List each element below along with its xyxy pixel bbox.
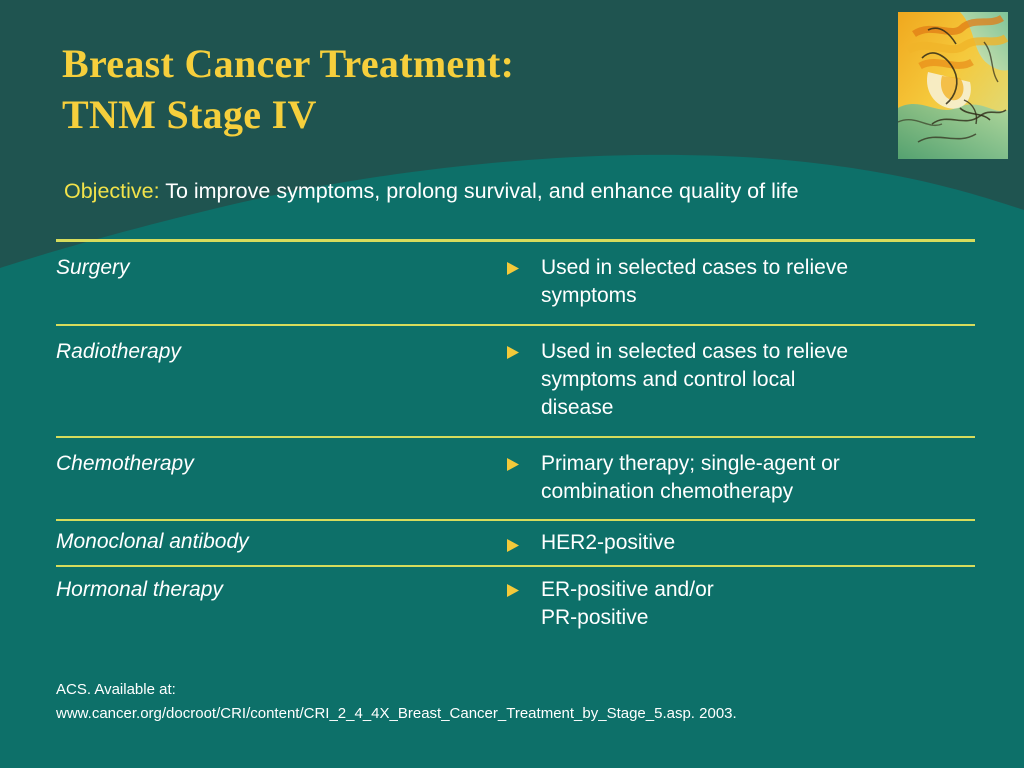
table-rule-top (56, 239, 975, 242)
table-row: Chemotherapy Primary therapy; single-age… (56, 438, 975, 519)
row-description-text: Used in selected cases to relieve sympto… (541, 254, 975, 310)
table-row: Monoclonal antibody HER2-positive (56, 521, 975, 565)
table-row: Surgery Used in selected cases to reliev… (56, 242, 975, 324)
triangle-right-bullet-icon (506, 584, 519, 597)
title-line-1: Breast Cancer Treatment: (62, 41, 515, 86)
row-term: Radiotherapy (56, 340, 181, 363)
row-description-text: Used in selected cases to relieve sympto… (541, 338, 975, 422)
row-term: Hormonal therapy (56, 578, 223, 601)
objective-label: Objective: (64, 179, 160, 203)
background-curve-shape (0, 0, 1024, 268)
row-description: Primary therapy; single-agent or combina… (506, 450, 975, 506)
table-rule (56, 436, 975, 438)
desc-line: Used in selected cases to relieve (541, 340, 848, 363)
row-description-text: HER2-positive (541, 529, 975, 557)
desc-line: symptoms (541, 284, 637, 307)
desc-line: combination chemotherapy (541, 480, 794, 503)
page-title: Breast Cancer Treatment: TNM Stage IV (62, 38, 822, 140)
desc-line: disease (541, 396, 614, 419)
desc-line: Used in selected cases to relieve (541, 256, 848, 279)
row-description-text: ER-positive and/or PR-positive (541, 576, 975, 632)
table-rule (56, 324, 975, 326)
triangle-right-bullet-icon (506, 262, 519, 275)
decorative-artwork-image (898, 12, 1008, 159)
triangle-right-bullet-icon (506, 346, 519, 359)
title-line-2: TNM Stage IV (62, 92, 317, 137)
row-description: Used in selected cases to relieve sympto… (506, 338, 975, 422)
row-term: Monoclonal antibody (56, 530, 249, 553)
row-term: Surgery (56, 256, 130, 279)
desc-line: ER-positive and/or (541, 578, 714, 601)
table-row: Hormonal therapy ER-positive and/or PR-p… (56, 567, 975, 632)
objective-text: To improve symptoms, prolong survival, a… (159, 179, 799, 203)
table-row: Radiotherapy Used in selected cases to r… (56, 326, 975, 436)
triangle-right-bullet-icon (506, 458, 519, 471)
row-description: Used in selected cases to relieve sympto… (506, 254, 975, 310)
row-description: ER-positive and/or PR-positive (506, 576, 975, 632)
desc-line: Primary therapy; single-agent or (541, 452, 840, 475)
table-rule (56, 519, 975, 521)
citation-line-1: ACS. Available at: (56, 681, 176, 698)
desc-line: HER2-positive (541, 531, 676, 554)
row-term: Chemotherapy (56, 452, 194, 475)
desc-line: PR-positive (541, 606, 649, 629)
row-description: HER2-positive (506, 529, 975, 557)
citation-footer: ACS. Available at: www.cancer.org/docroo… (56, 678, 737, 726)
treatment-table: Surgery Used in selected cases to reliev… (56, 239, 975, 632)
citation-line-2: www.cancer.org/docroot/CRI/content/CRI_2… (56, 705, 737, 722)
objective-line: Objective: To improve symptoms, prolong … (64, 179, 799, 204)
row-description-text: Primary therapy; single-agent or combina… (541, 450, 975, 506)
desc-line: symptoms and control local (541, 368, 796, 391)
triangle-right-bullet-icon (506, 539, 519, 552)
table-rule (56, 565, 975, 567)
